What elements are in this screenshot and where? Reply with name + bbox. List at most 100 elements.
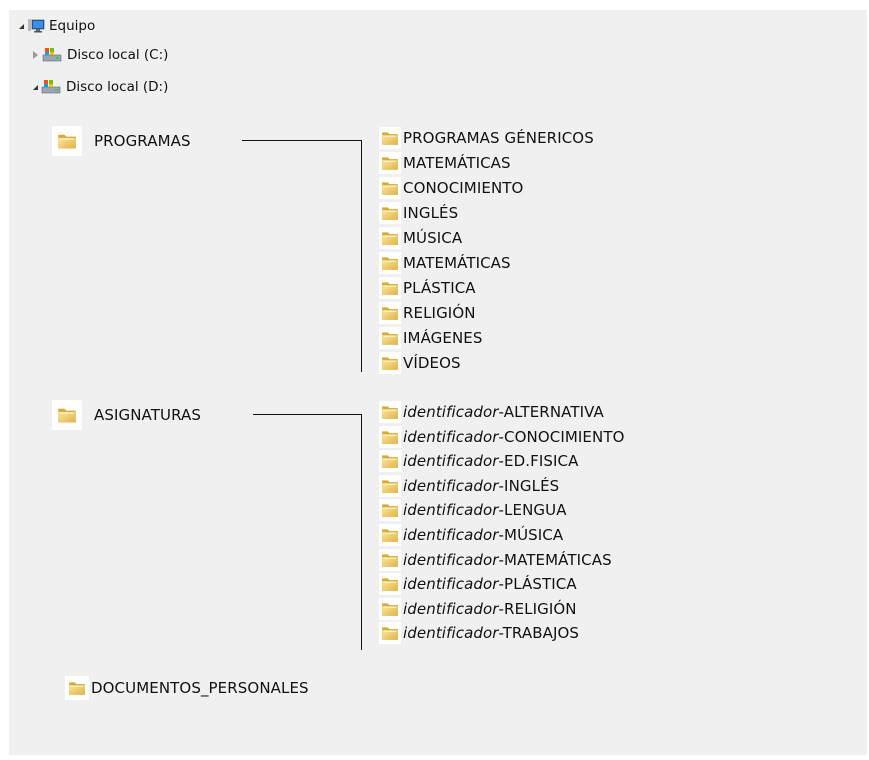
subfolder-name: -ED.FISICA bbox=[498, 452, 579, 471]
subfolder-item[interactable]: identificador-ED.FISICA bbox=[379, 450, 578, 473]
subfolder-item[interactable]: identificador-ALTERNATIVA bbox=[379, 401, 604, 423]
subfolder-item[interactable]: CONOCIMIENTO bbox=[379, 177, 523, 199]
folder-icon bbox=[379, 202, 401, 224]
folder-programas[interactable]: PROGRAMAS bbox=[52, 126, 191, 156]
tree-node-drive-c[interactable]: Disco local (C:) bbox=[33, 47, 168, 63]
folder-icon bbox=[52, 400, 82, 430]
subfolder-label: identificador-PLÁSTICA bbox=[403, 575, 577, 593]
subfolder-label: identificador-LENGUA bbox=[403, 501, 567, 519]
subfolder-label: CONOCIMIENTO bbox=[403, 179, 523, 197]
subfolder-name: -MATEMÁTICAS bbox=[498, 550, 612, 569]
subfolder-name: -ALTERNATIVA bbox=[498, 403, 604, 421]
subfolder-prefix: identificador bbox=[403, 550, 499, 569]
folder-icon bbox=[379, 597, 401, 620]
subfolder-item[interactable]: identificador-PLÁSTICA bbox=[379, 573, 577, 596]
explorer-canvas: Equipo Disco local (C:) Disco local (D:)… bbox=[9, 10, 867, 755]
folder-documentos-personales[interactable]: DOCUMENTOS_PERSONALES bbox=[65, 676, 309, 700]
subfolder-item[interactable]: MATEMÁTICAS bbox=[379, 152, 511, 174]
expand-arrow-icon[interactable] bbox=[19, 23, 24, 29]
subfolder-item[interactable]: identificador-CONOCIMIENTO bbox=[379, 425, 624, 448]
subfolder-label: identificador-ED.FISICA bbox=[403, 452, 578, 470]
subfolder-label: identificador-MATEMÁTICAS bbox=[403, 551, 612, 569]
folder-asignaturas[interactable]: ASIGNATURAS bbox=[52, 400, 201, 430]
folder-icon bbox=[379, 302, 401, 324]
drive-icon bbox=[41, 80, 61, 94]
subfolder-prefix: identificador bbox=[403, 476, 499, 495]
subfolder-label: RELIGIÓN bbox=[403, 304, 476, 322]
subfolder-label: identificador-RELIGIÓN bbox=[403, 600, 577, 618]
folder-icon bbox=[379, 524, 401, 546]
subfolder-label: identificador-ALTERNATIVA bbox=[403, 403, 604, 421]
subfolder-item[interactable]: identificador-TRABAJOS bbox=[379, 622, 579, 645]
subfolder-item[interactable]: MATEMÁTICAS bbox=[379, 252, 511, 274]
subfolder-prefix: identificador bbox=[403, 501, 499, 520]
subfolder-item[interactable]: identificador-MATEMÁTICAS bbox=[379, 548, 612, 571]
folder-icon bbox=[379, 152, 401, 174]
subfolder-item[interactable]: identificador-LENGUA bbox=[379, 499, 567, 522]
folder-icon bbox=[379, 499, 401, 522]
subfolder-name: MÚSICA bbox=[403, 229, 463, 247]
subfolder-label: VÍDEOS bbox=[403, 354, 461, 372]
subfolder-name: IMÁGENES bbox=[403, 329, 483, 347]
folder-label: PROGRAMAS bbox=[94, 132, 191, 150]
subfolder-label: identificador-TRABAJOS bbox=[403, 624, 579, 642]
computer-icon bbox=[28, 19, 45, 33]
subfolder-item[interactable]: identificador-RELIGIÓN bbox=[379, 597, 577, 620]
folder-icon bbox=[379, 277, 401, 299]
subfolder-prefix: identificador bbox=[403, 452, 499, 471]
subfolder-prefix: identificador bbox=[403, 624, 499, 643]
subfolder-name: PLÁSTICA bbox=[403, 279, 476, 297]
subfolder-item[interactable]: PLÁSTICA bbox=[379, 277, 476, 299]
subfolder-label: identificador-MÚSICA bbox=[403, 526, 563, 544]
folder-icon bbox=[379, 177, 401, 199]
subfolder-prefix: identificador bbox=[403, 427, 499, 446]
tree-label-drive-d: Disco local (D:) bbox=[66, 79, 169, 95]
subfolder-name: -CONOCIMIENTO bbox=[498, 427, 625, 446]
folder-icon bbox=[52, 126, 82, 156]
subfolder-prefix: identificador bbox=[403, 526, 499, 544]
subfolder-label: PROGRAMAS GÉNERICOS bbox=[403, 129, 594, 147]
folder-icon bbox=[379, 127, 401, 149]
connector-line bbox=[242, 140, 362, 141]
subfolder-label: MATEMÁTICAS bbox=[403, 254, 511, 272]
subfolder-name: VÍDEOS bbox=[403, 354, 461, 372]
subfolder-name: MATEMÁTICAS bbox=[403, 254, 511, 272]
subfolder-label: MÚSICA bbox=[403, 229, 462, 247]
subfolder-name: -RELIGIÓN bbox=[498, 599, 577, 618]
folder-icon bbox=[379, 252, 401, 274]
collapse-arrow-icon[interactable] bbox=[33, 51, 38, 59]
folder-icon bbox=[379, 573, 401, 596]
connector-line bbox=[361, 414, 362, 650]
connector-line bbox=[361, 140, 362, 372]
folder-icon bbox=[379, 352, 401, 374]
subfolder-name: CONOCIMIENTO bbox=[403, 179, 524, 197]
subfolder-item[interactable]: identificador-INGLÉS bbox=[379, 474, 560, 497]
subfolder-item[interactable]: IMÁGENES bbox=[379, 327, 482, 349]
subfolder-label: IMÁGENES bbox=[403, 329, 482, 347]
subfolder-item[interactable]: identificador-MÚSICA bbox=[379, 524, 563, 546]
subfolder-item[interactable]: INGLÉS bbox=[379, 202, 458, 224]
tree-label-drive-c: Disco local (C:) bbox=[67, 47, 169, 63]
subfolder-name: -LENGUA bbox=[498, 501, 567, 520]
subfolder-name: -INGLÉS bbox=[498, 476, 560, 495]
subfolder-prefix: identificador bbox=[403, 599, 499, 618]
folder-icon bbox=[379, 401, 401, 423]
subfolder-item[interactable]: RELIGIÓN bbox=[379, 302, 476, 324]
folder-icon bbox=[379, 548, 401, 571]
subfolder-name: RELIGIÓN bbox=[403, 304, 476, 322]
tree-label-equipo: Equipo bbox=[49, 18, 96, 34]
tree-node-equipo[interactable]: Equipo bbox=[19, 18, 95, 34]
tree-node-drive-d[interactable]: Disco local (D:) bbox=[33, 79, 168, 95]
subfolder-item[interactable]: MÚSICA bbox=[379, 227, 462, 249]
subfolder-label: PLÁSTICA bbox=[403, 279, 476, 297]
subfolder-prefix: identificador bbox=[403, 575, 499, 594]
subfolder-item[interactable]: VÍDEOS bbox=[379, 352, 461, 374]
subfolder-name: INGLÉS bbox=[403, 204, 459, 222]
subfolder-name: MATEMÁTICAS bbox=[403, 154, 511, 172]
expand-arrow-icon[interactable] bbox=[33, 84, 38, 90]
subfolder-name: PROGRAMAS GÉNERICOS bbox=[403, 129, 594, 147]
subfolder-label: identificador-CONOCIMIENTO bbox=[403, 428, 624, 446]
subfolder-name: -PLÁSTICA bbox=[498, 575, 577, 594]
folder-label: ASIGNATURAS bbox=[94, 406, 201, 424]
subfolder-item[interactable]: PROGRAMAS GÉNERICOS bbox=[379, 127, 594, 149]
